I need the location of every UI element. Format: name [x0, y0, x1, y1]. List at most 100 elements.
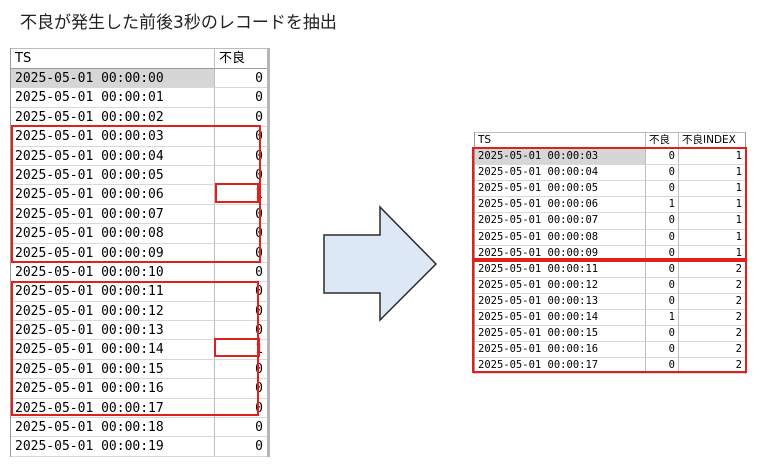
cell-flag[interactable]: 0: [646, 261, 679, 278]
cell-flag[interactable]: 0: [646, 165, 679, 182]
cell-flag[interactable]: 0: [215, 379, 267, 399]
cell-ts[interactable]: 2025-05-01 00:00:03: [475, 149, 646, 166]
cell-ts[interactable]: 2025-05-01 00:00:14: [11, 340, 215, 360]
cell-defect-index[interactable]: 2: [679, 262, 745, 278]
cell-defect-index[interactable]: 1: [679, 181, 745, 198]
cell-defect-index[interactable]: 1: [679, 246, 745, 262]
cell-ts[interactable]: 2025-05-01 00:00:07: [11, 204, 215, 225]
cell-ts[interactable]: 2025-05-01 00:00:12: [475, 277, 646, 294]
cell-defect-index[interactable]: 2: [679, 342, 745, 359]
cell-ts[interactable]: 2025-05-01 00:00:11: [11, 282, 215, 302]
cell-flag[interactable]: 0: [215, 282, 267, 302]
cell-flag[interactable]: 0: [215, 108, 267, 128]
cell-ts[interactable]: 2025-05-01 00:00:06: [475, 197, 646, 214]
cell-flag[interactable]: 0: [215, 224, 267, 244]
cell-ts[interactable]: 2025-05-01 00:00:01: [11, 88, 215, 108]
cell-ts[interactable]: 2025-05-01 00:00:13: [11, 321, 215, 341]
cell-ts[interactable]: 2025-05-01 00:00:00: [11, 69, 215, 89]
cell-ts[interactable]: 2025-05-01 00:00:05: [11, 165, 215, 186]
cell-flag[interactable]: 0: [215, 205, 267, 225]
cell-defect-index[interactable]: 1: [679, 213, 745, 230]
cell-flag[interactable]: 0: [215, 88, 267, 108]
cell-defect-index[interactable]: 1: [679, 149, 745, 166]
cell-ts[interactable]: 2025-05-01 00:00:15: [11, 359, 215, 380]
cell-ts[interactable]: 2025-05-01 00:00:12: [11, 301, 215, 322]
cell-ts[interactable]: 2025-05-01 00:00:10: [11, 262, 215, 283]
cell-flag[interactable]: 0: [215, 418, 267, 438]
cell-defect-index[interactable]: 1: [679, 230, 745, 246]
cell-ts[interactable]: 2025-05-01 00:00:08: [475, 229, 646, 246]
cell-flag[interactable]: 0: [215, 147, 267, 166]
cell-flag[interactable]: 0: [646, 358, 679, 375]
cell-ts[interactable]: 2025-05-01 00:00:15: [475, 326, 646, 343]
cell-flag[interactable]: 0: [215, 263, 267, 283]
cell-flag[interactable]: 1: [215, 185, 267, 205]
cell-defect-index[interactable]: 2: [679, 358, 745, 375]
cell-ts[interactable]: 2025-05-01 00:00:06: [11, 185, 215, 205]
cell-flag[interactable]: 0: [646, 181, 679, 198]
cell-flag[interactable]: 0: [215, 321, 267, 341]
column-header-flag[interactable]: 不良: [646, 133, 679, 150]
cell-ts[interactable]: 2025-05-01 00:00:16: [475, 342, 646, 359]
cell-flag[interactable]: 0: [215, 166, 267, 186]
cell-ts[interactable]: 2025-05-01 00:00:19: [11, 437, 215, 457]
cell-flag[interactable]: 0: [646, 326, 679, 343]
cell-flag[interactable]: 0: [646, 293, 679, 311]
cell-flag[interactable]: 0: [646, 213, 679, 230]
cell-defect-index[interactable]: 1: [679, 165, 745, 182]
cell-ts[interactable]: 2025-05-01 00:00:11: [475, 261, 646, 278]
column-header-ts[interactable]: TS: [11, 49, 215, 69]
cell-defect-index[interactable]: 1: [679, 197, 745, 214]
cell-flag[interactable]: 0: [646, 277, 679, 294]
cell-flag[interactable]: 0: [215, 399, 267, 419]
cell-ts[interactable]: 2025-05-01 00:00:17: [11, 398, 215, 419]
cell-flag[interactable]: 0: [646, 149, 679, 166]
cell-flag[interactable]: 1: [646, 310, 679, 327]
cell-flag[interactable]: 0: [215, 437, 267, 457]
cell-defect-index[interactable]: 2: [679, 310, 745, 327]
column-header-defect-index[interactable]: 不良INDEX: [679, 133, 745, 150]
cell-ts[interactable]: 2025-05-01 00:00:04: [11, 146, 215, 166]
cell-flag[interactable]: 1: [646, 197, 679, 214]
cell-defect-index[interactable]: 2: [679, 294, 745, 311]
cell-ts[interactable]: 2025-05-01 00:00:09: [11, 243, 215, 263]
cell-ts[interactable]: 2025-05-01 00:00:18: [11, 418, 215, 438]
cell-flag[interactable]: 0: [646, 342, 679, 359]
cell-ts[interactable]: 2025-05-01 00:00:05: [475, 181, 646, 198]
column-header-ts[interactable]: TS: [475, 133, 646, 150]
cell-flag[interactable]: 0: [215, 127, 267, 147]
cell-ts[interactable]: 2025-05-01 00:00:13: [475, 293, 646, 311]
cell-ts[interactable]: 2025-05-01 00:00:09: [475, 245, 646, 262]
cell-flag[interactable]: 0: [215, 69, 267, 89]
cell-flag[interactable]: 0: [646, 229, 679, 246]
